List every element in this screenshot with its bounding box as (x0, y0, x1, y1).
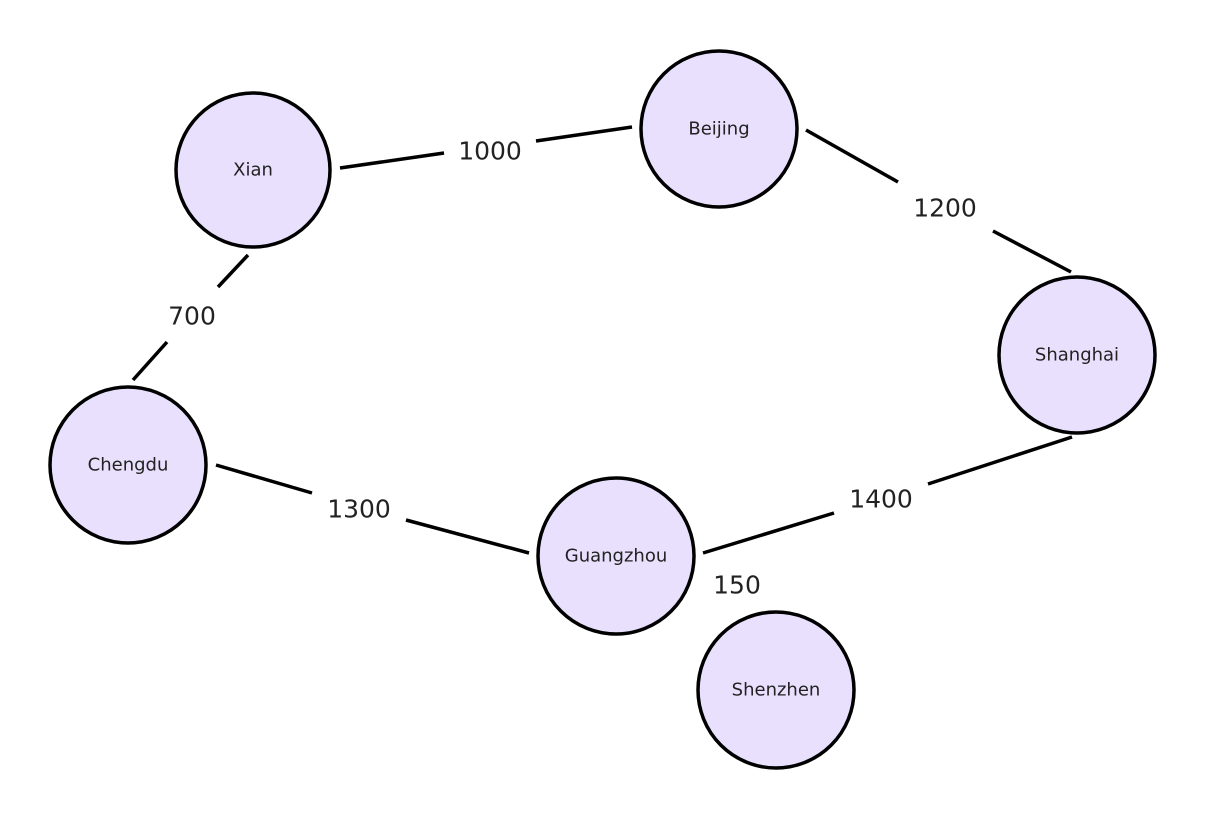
node-circle (536, 476, 696, 636)
node-circle (997, 275, 1157, 435)
edge-xian-chengdu: 700 (131, 253, 250, 382)
edge-label: 1400 (849, 485, 913, 514)
edge-line (215, 463, 313, 495)
edge-line (702, 511, 835, 555)
edge-label: 150 (713, 571, 761, 600)
node-beijing[interactable]: Beijing (639, 49, 799, 209)
edge-label: 1000 (458, 137, 522, 166)
node-circle (639, 49, 799, 209)
node-circle (48, 385, 208, 545)
edge-line (805, 128, 899, 184)
edge-guangzhou-shenzhen: 150 (713, 571, 761, 600)
edge-label: 700 (168, 302, 216, 331)
edge-label: 1300 (327, 495, 391, 524)
edge-chengdu-guangzhou: 1300 (215, 463, 530, 555)
node-circle (174, 91, 332, 249)
node-circle (696, 610, 856, 770)
node-shanghai[interactable]: Shanghai (997, 275, 1157, 435)
edge-xian-beijing: 1000 (339, 125, 633, 170)
node-chengdu[interactable]: Chengdu (48, 385, 208, 545)
node-label: Shanghai (1035, 345, 1119, 366)
node-label: Guangzhou (565, 546, 668, 567)
edge-line (992, 229, 1072, 274)
node-label: Xian (233, 160, 273, 181)
edge-beijing-shanghai: 1200 (805, 128, 1072, 274)
edge-line (216, 253, 250, 289)
node-label: Shenzhen (732, 680, 821, 701)
edge-line (131, 340, 169, 382)
edge-label: 1200 (913, 194, 977, 223)
edge-line (405, 518, 530, 555)
edge-line (927, 435, 1073, 486)
edge-line (535, 125, 633, 143)
node-shenzhen[interactable]: Shenzhen (696, 610, 856, 770)
node-guangzhou[interactable]: Guangzhou (536, 476, 696, 636)
node-xian[interactable]: Xian (174, 91, 332, 249)
edge-guangzhou-shanghai: 1400 (702, 435, 1073, 555)
node-label: Chengdu (88, 455, 169, 476)
node-label: Beijing (688, 119, 749, 140)
edge-line (339, 151, 445, 170)
